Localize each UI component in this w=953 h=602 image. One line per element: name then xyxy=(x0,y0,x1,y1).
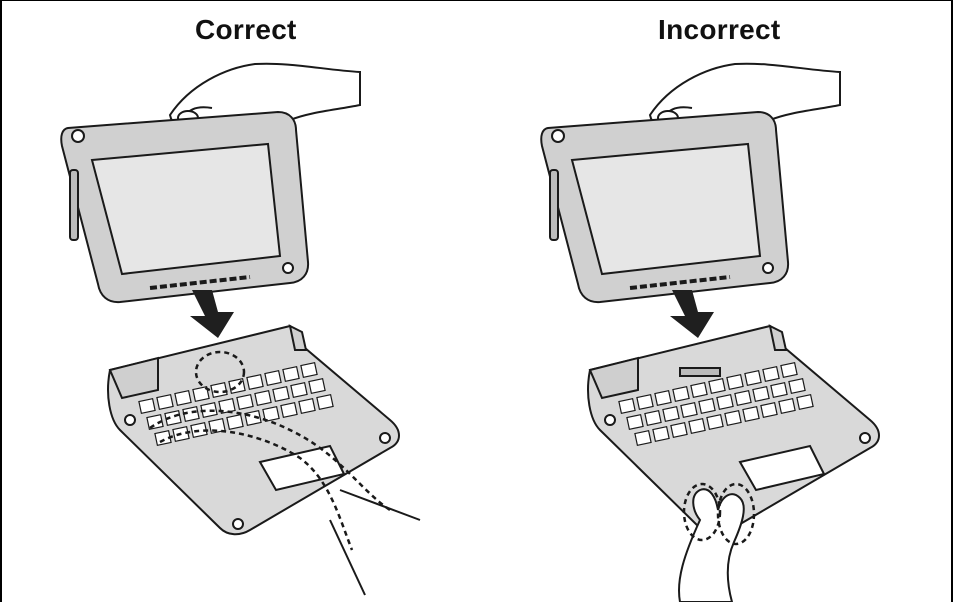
tablet-icon xyxy=(61,112,308,302)
correct-title: Correct xyxy=(195,14,297,46)
left-border xyxy=(0,0,2,602)
support-lines xyxy=(330,490,420,595)
down-arrow-icon xyxy=(190,290,234,338)
keyboard-base-icon xyxy=(108,326,399,534)
incorrect-illustration xyxy=(520,50,940,602)
down-arrow-icon xyxy=(670,290,714,338)
top-border xyxy=(0,0,953,1)
tablet-icon xyxy=(541,112,788,302)
correct-illustration xyxy=(40,50,480,602)
incorrect-title: Incorrect xyxy=(658,14,781,46)
